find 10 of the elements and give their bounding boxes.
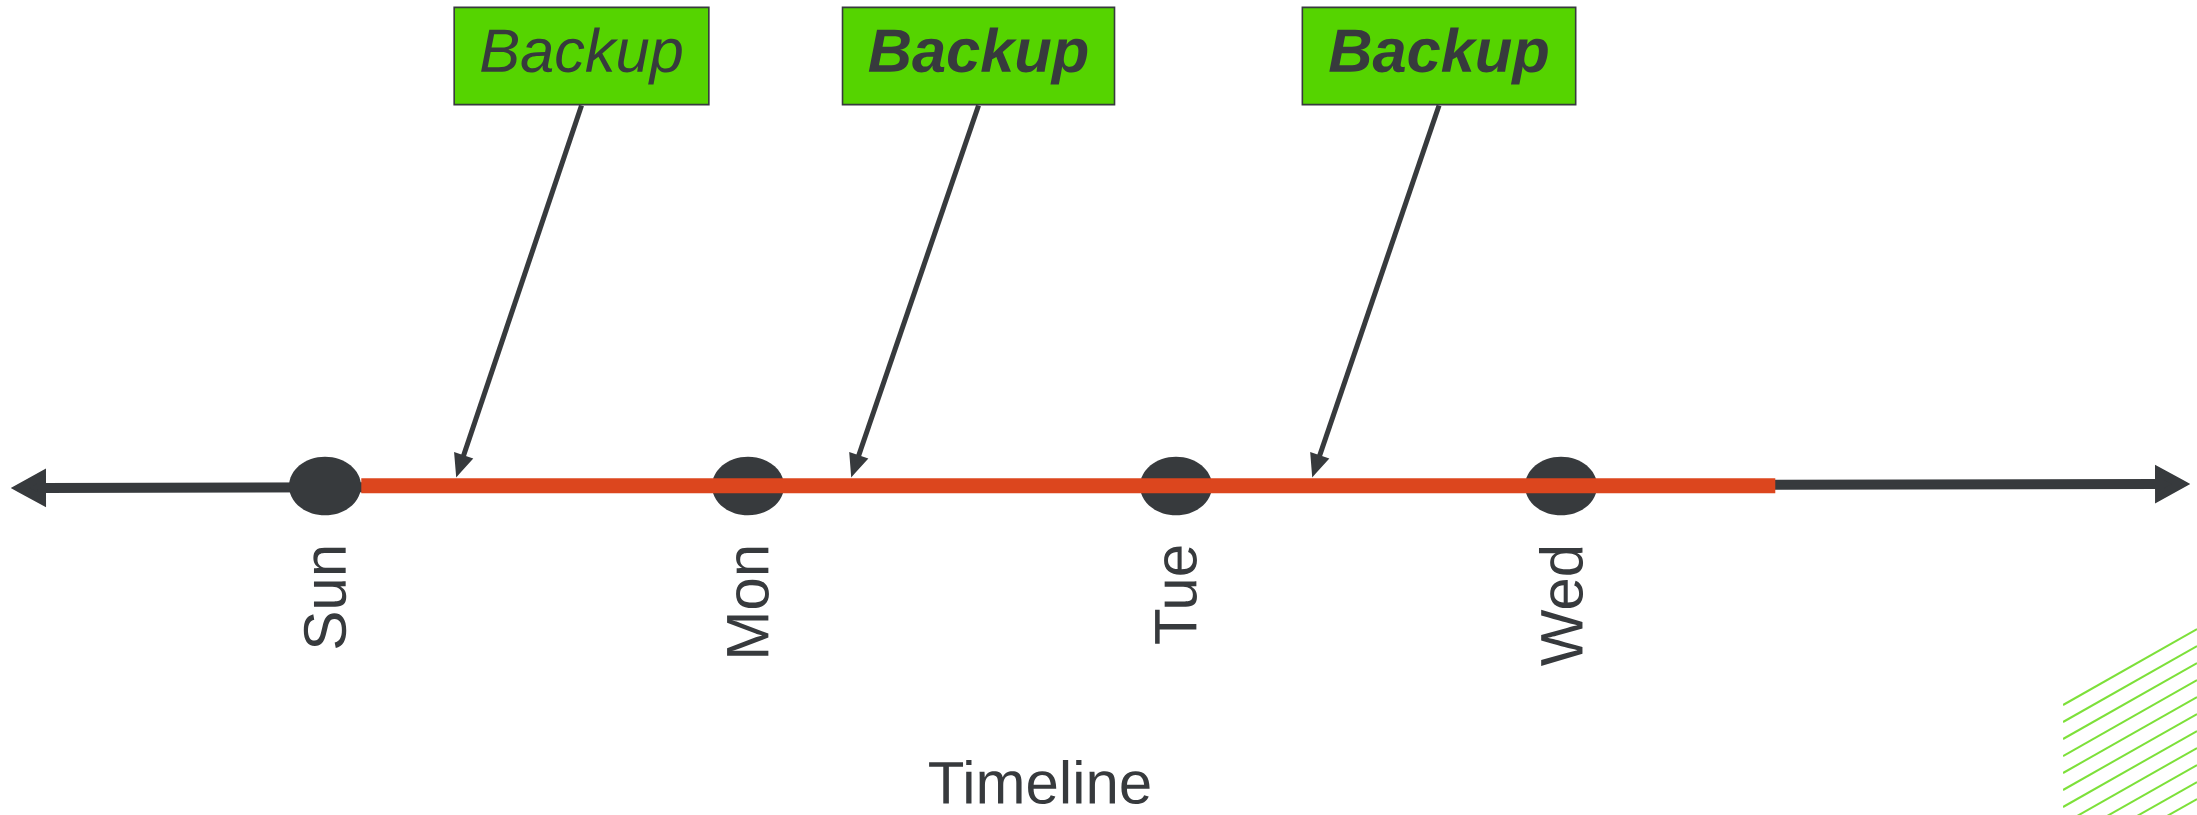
day-label: Tue [1155, 546, 1197, 644]
backup-span-bar [361, 478, 1776, 494]
backup-box: Backup [1301, 6, 1577, 106]
day-label: Sun [303, 547, 347, 648]
backup-box: Backup [453, 6, 710, 106]
day-label: Mon [727, 547, 769, 656]
day-label: Wed [1539, 547, 1584, 666]
axis-title: Timeline [929, 760, 1150, 805]
timeline-dot [289, 456, 361, 516]
backup-box: Backup [841, 6, 1116, 106]
